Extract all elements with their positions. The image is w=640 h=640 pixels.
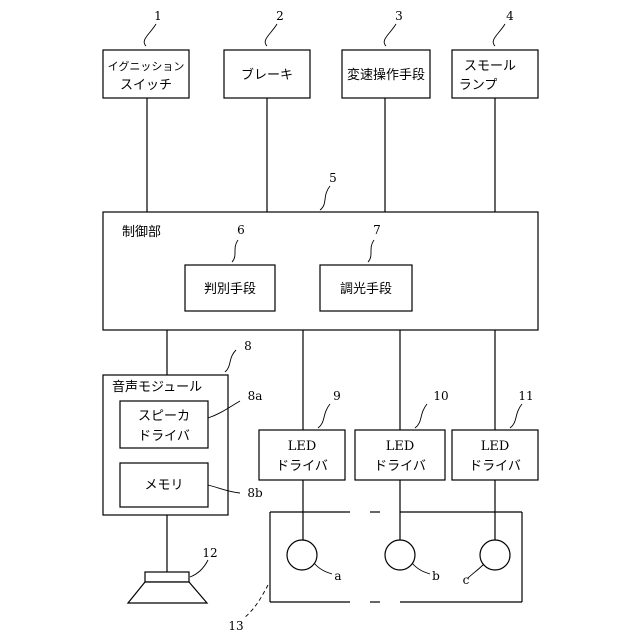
input-ignition-switch-line2: スイッチ (120, 78, 172, 93)
lamp-b-label: b (432, 569, 440, 583)
ref-num-1: 1 (154, 9, 162, 23)
input-ignition-switch: イグニッション スイッチ 1 (103, 9, 189, 98)
input-small-lamp-line1: スモール (464, 59, 516, 74)
led-driver-2-line1: LED (386, 439, 415, 454)
memory: メモリ 8b (120, 463, 263, 507)
ref-num-8b: 8b (247, 486, 263, 500)
led-driver-1-line1: LED (288, 439, 317, 454)
memory-label: メモリ (144, 478, 183, 493)
input-brake-label: ブレーキ (241, 67, 293, 83)
speaker-driver-line2: ドライバ (138, 429, 190, 444)
ref-num-12: 12 (202, 546, 217, 560)
led-driver-1: LED ドライバ 9 (259, 389, 345, 480)
input-brake: ブレーキ 2 (224, 9, 310, 98)
ref-num-13: 13 (228, 619, 243, 633)
ref-num-10: 10 (433, 389, 448, 403)
judge-unit-label: 判別手段 (204, 282, 256, 297)
input-ignition-switch-line1: イグニッション (108, 59, 185, 73)
lamp-c: c (463, 540, 510, 587)
ref-num-3: 3 (395, 9, 403, 23)
controller-label: 制御部 (122, 225, 161, 240)
audio-module-label: 音声モジュール (112, 379, 202, 395)
input-shift-operation: 変速操作手段 3 (342, 9, 430, 98)
dimmer-unit-label: 調光手段 (340, 282, 392, 297)
lamp-unit: a b c 13 (228, 512, 522, 633)
ref-num-6: 6 (237, 223, 245, 237)
led-driver-2-line2: ドライバ (374, 459, 426, 474)
ref-num-9: 9 (333, 389, 341, 403)
ref-num-11: 11 (518, 389, 533, 403)
lamp-a: a (287, 540, 342, 583)
ref-num-4: 4 (506, 9, 514, 23)
lamp-a-label: a (334, 569, 341, 583)
led-driver-1-line2: ドライバ (276, 459, 328, 474)
led-driver-3-line1: LED (481, 439, 510, 454)
controller-box: 制御部 5 判別手段 6 調光手段 7 (103, 171, 538, 330)
ref-num-5: 5 (329, 171, 337, 185)
ref-num-7: 7 (373, 223, 381, 237)
ref-num-8a: 8a (248, 389, 263, 403)
input-shift-operation-label: 変速操作手段 (347, 67, 425, 83)
ref-num-2: 2 (276, 9, 284, 23)
speaker-driver-line1: スピーカ (138, 409, 190, 424)
input-small-lamp: スモール ランプ 4 (452, 9, 538, 98)
lamp-b: b (385, 540, 440, 583)
led-driver-3-line2: ドライバ (469, 459, 521, 474)
speaker-icon: 12 (128, 546, 218, 603)
led-driver-2: LED ドライバ 10 (355, 389, 449, 480)
lamp-c-label: c (463, 573, 470, 587)
ref-num-8: 8 (244, 339, 252, 353)
input-small-lamp-line2: ランプ (459, 78, 498, 93)
audio-module: 音声モジュール 8 スピーカ ドライバ 8a メモリ 8b (103, 339, 263, 515)
